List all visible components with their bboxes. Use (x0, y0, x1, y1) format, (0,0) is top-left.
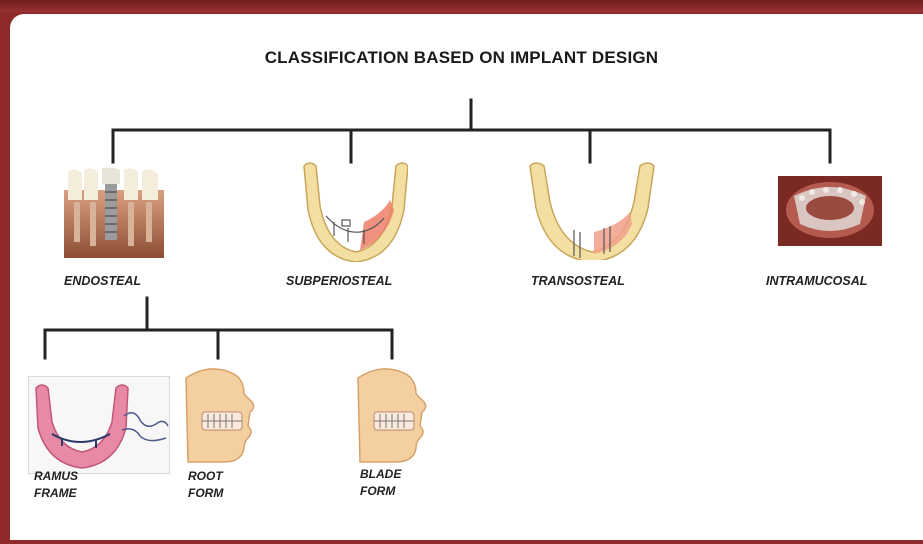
ramus-frame-line1: RAMUS (34, 468, 78, 485)
intramucosal-illustration (778, 176, 882, 246)
root-form-illustration (180, 368, 260, 466)
subcategory-label-ramus-frame: RAMUS FRAME (34, 468, 78, 502)
category-label-endosteal: ENDOSTEAL (64, 274, 141, 288)
subcategory-label-root-form: ROOT FORM (188, 468, 223, 502)
endosteal-illustration (64, 168, 164, 258)
category-label-intramucosal: INTRAMUCOSAL (766, 274, 867, 288)
category-label-subperiosteal: SUBPERIOSTEAL (286, 274, 392, 288)
subperiosteal-illustration (296, 160, 408, 262)
subcategory-label-blade-form: BLADE FORM (360, 466, 401, 500)
root-form-line2: FORM (188, 485, 223, 502)
root-form-line1: ROOT (188, 468, 223, 485)
blade-form-illustration (352, 368, 432, 464)
blade-form-line2: FORM (360, 483, 401, 500)
transosteal-illustration (522, 160, 656, 260)
blade-form-line1: BLADE (360, 466, 401, 483)
page-title: CLASSIFICATION BASED ON IMPLANT DESIGN (0, 48, 923, 68)
ramus-frame-illustration (28, 376, 170, 474)
category-label-transosteal: TRANSOSTEAL (531, 274, 625, 288)
ramus-frame-line2: FRAME (34, 485, 78, 502)
